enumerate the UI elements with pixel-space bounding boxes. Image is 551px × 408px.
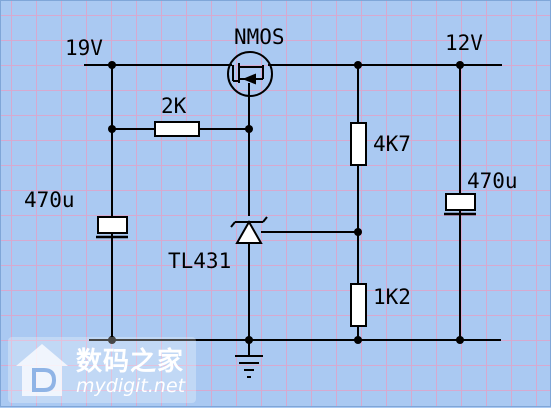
label-tl431: TL431	[168, 249, 232, 273]
label-470u-input: 470u	[24, 188, 75, 212]
junction-2k-right	[245, 125, 253, 133]
watermark-chinese: 数码之家	[76, 347, 185, 377]
capacitor-input	[96, 216, 128, 239]
house-logo-icon	[16, 344, 68, 396]
ground-symbol	[235, 355, 263, 378]
label-12v: 12V	[445, 31, 483, 55]
tl431-regulator	[230, 216, 268, 244]
junction-divider-bottom	[354, 336, 362, 344]
label-470u-output: 470u	[467, 169, 518, 193]
resistor-1k2	[350, 283, 367, 327]
watermark-url: mydigit.net	[76, 375, 186, 397]
label-4k7: 4K7	[373, 132, 411, 156]
resistor-4k7	[350, 122, 367, 166]
nmos-transistor	[227, 51, 273, 97]
junction-ground	[245, 336, 253, 344]
junction-ref	[354, 228, 362, 236]
capacitor-output	[444, 193, 476, 216]
resistor-2k	[154, 121, 200, 137]
junction-12v-cap	[456, 61, 464, 69]
watermark: 数码之家 mydigit.net	[8, 337, 196, 403]
junction-dots	[108, 61, 464, 344]
junction-19v	[108, 61, 116, 69]
label-1k2: 1K2	[373, 285, 411, 309]
junction-left-bottom	[108, 336, 116, 344]
junction-12v-divider	[354, 61, 362, 69]
label-nmos: NMOS	[234, 25, 285, 49]
label-19v: 19V	[65, 36, 103, 60]
junction-2k-left	[108, 125, 116, 133]
label-2k: 2K	[161, 94, 187, 118]
junction-cap-bottom	[456, 336, 464, 344]
